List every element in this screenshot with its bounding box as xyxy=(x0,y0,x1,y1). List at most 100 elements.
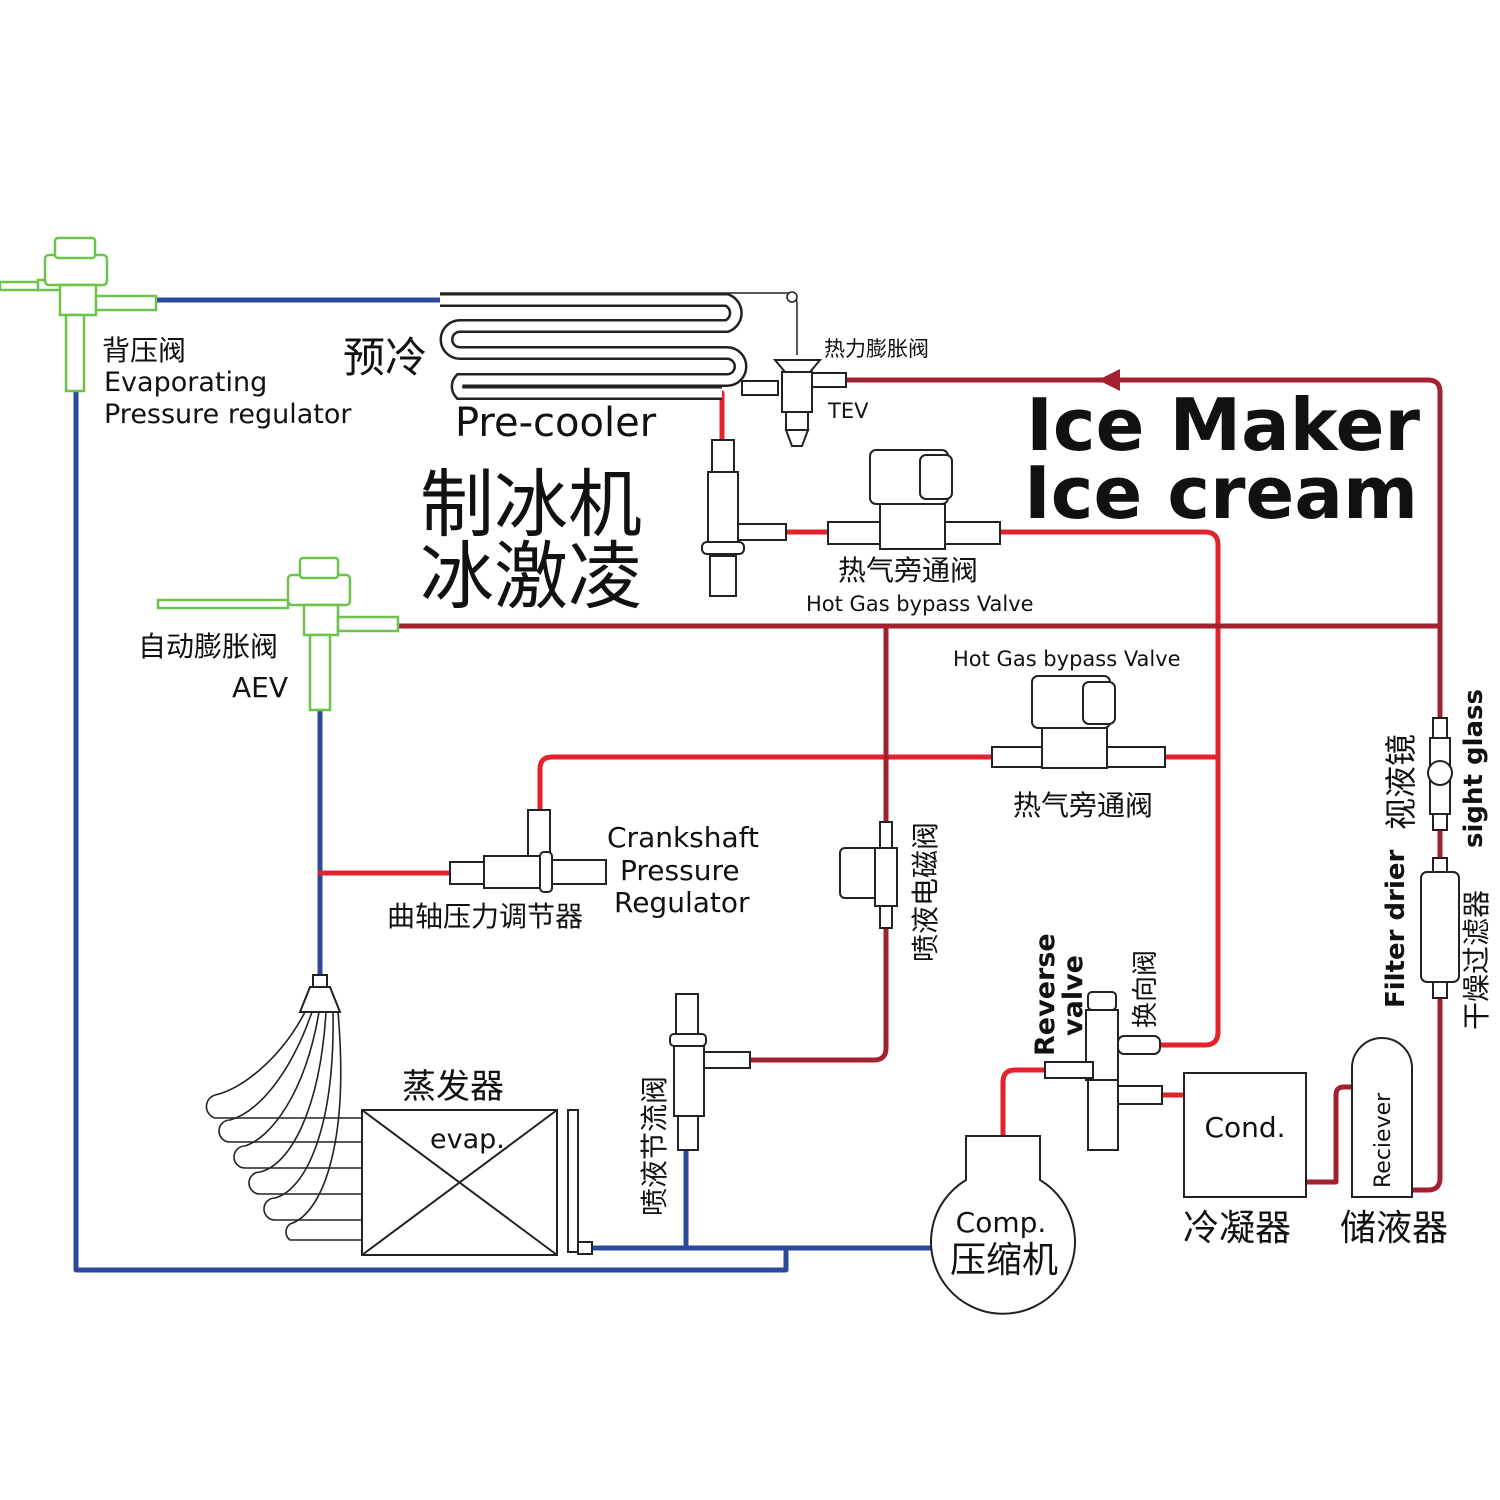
receiver-label-en: Reciever xyxy=(1371,1092,1396,1188)
liquid-pipe-main xyxy=(842,377,1443,1193)
reverse-valve-top xyxy=(1087,991,1117,1011)
filter-drier-bottom xyxy=(1432,981,1448,999)
sight-glass xyxy=(1427,717,1453,831)
aev-head xyxy=(298,556,340,580)
tev-diaphragm xyxy=(772,359,823,373)
liquid-lines xyxy=(395,369,1443,1193)
epr-line-stub xyxy=(0,280,42,292)
tev-outlet xyxy=(741,380,779,396)
filter-drier xyxy=(1420,857,1460,999)
hgbv2-label-cn: 热气旁通阀 xyxy=(1013,789,1153,822)
hot-gas-pipe-main xyxy=(997,529,1221,1048)
tev-label-cn: 热力膨胀阀 xyxy=(824,337,929,361)
cpr-label-en2: Pressure xyxy=(620,854,740,887)
sight-glass-label-en: sight glass xyxy=(1459,689,1489,848)
reverse-valve-label-en2: valve xyxy=(1058,955,1089,1036)
distributor-neck xyxy=(312,974,328,988)
precooler-hgbv-side xyxy=(737,523,787,541)
hgbv1-label-en: Hot Gas bypass Valve xyxy=(806,592,1034,616)
cpr-label-en1: Crankshaft xyxy=(607,821,759,854)
hgbv2-body xyxy=(1041,727,1108,769)
liquid-throttle-cap xyxy=(675,993,699,1035)
reverse-valve-left xyxy=(1044,1061,1094,1079)
liquid-solenoid-bottom xyxy=(879,905,893,929)
suction-lines xyxy=(73,297,933,1273)
epr-valve xyxy=(0,236,158,393)
hgbv1-in xyxy=(827,521,881,545)
compressor-label-en: Comp. xyxy=(956,1206,1047,1239)
hot-gas-pipe-bypass2 xyxy=(537,754,1221,813)
hgbv2-in xyxy=(991,746,1043,768)
liquid-solenoid-body xyxy=(874,847,898,907)
pre-cooler-coil xyxy=(439,291,798,400)
reverse-valve-label-cn: 换向阀 xyxy=(1131,950,1161,1028)
liquid-pipe-injection xyxy=(745,623,889,1063)
hot-gas-lines xyxy=(317,390,1221,1138)
tev-cap xyxy=(784,429,810,447)
tev-sensing-bulb xyxy=(786,291,798,303)
hot-gas-pipe-compressor xyxy=(1000,1067,1048,1138)
hgbv1-valve xyxy=(827,449,1001,550)
cpr-body xyxy=(483,855,541,889)
precooler-label-cn: 预冷 xyxy=(343,333,427,382)
tev-valve xyxy=(741,359,847,447)
hgbv1-label-cn: 热气旁通阀 xyxy=(838,554,978,587)
filter-drier-top xyxy=(1432,857,1448,873)
liquid-throttle-label: 喷液节流阀 xyxy=(638,1076,671,1216)
distributor xyxy=(205,974,362,1241)
filter-drier-label-cn: 干燥过滤器 xyxy=(1460,890,1493,1030)
evaporator-label-en: evap. xyxy=(430,1124,505,1155)
liquid-throttle-valve xyxy=(669,993,751,1151)
evaporator-cross-b xyxy=(361,1109,558,1256)
title-ice-cream: Ice cream xyxy=(1024,451,1418,535)
suction-pipe-main xyxy=(73,297,933,1273)
condenser-label-cn: 冷凝器 xyxy=(1183,1208,1291,1249)
precooler-label-en: Pre-cooler xyxy=(455,400,657,446)
hgbv1-body xyxy=(879,503,946,550)
liquid-throttle-body xyxy=(673,1045,705,1117)
flow-arrow xyxy=(1098,369,1120,391)
pre-cooler-tube-inner xyxy=(440,295,745,398)
epr-inlet-tube xyxy=(64,313,86,393)
hgbv1-out xyxy=(944,521,1001,545)
receiver-label-cn: 储液器 xyxy=(1340,1208,1448,1249)
aev-valve xyxy=(156,556,400,712)
epr-body xyxy=(58,283,98,317)
condenser-label-en: Cond. xyxy=(1204,1111,1285,1144)
tev-label-en: TEV xyxy=(827,399,869,423)
precooler-hgbv-bottom xyxy=(701,541,745,555)
title-cn-ice-maker: 制冰机 xyxy=(420,462,642,548)
liquid-throttle-flange xyxy=(669,1033,707,1047)
epr-head xyxy=(53,236,97,260)
reverse-valve-lower xyxy=(1087,1079,1119,1151)
reverse-valve xyxy=(1044,991,1163,1151)
receiver xyxy=(1351,1037,1413,1198)
title-cn-ice-cream: 冰激凌 xyxy=(420,534,642,620)
cpr-cap xyxy=(551,859,607,885)
precooler-hgbv-top xyxy=(711,439,735,473)
liquid-throttle-outlet xyxy=(677,1115,699,1151)
hgbv2-out xyxy=(1106,746,1166,768)
filter-drier-label-en: Filter drier xyxy=(1381,849,1411,1008)
aev-capillary xyxy=(156,598,290,610)
evaporator-header xyxy=(567,1109,579,1253)
cpr-label-cn: 曲轴压力调节器 xyxy=(387,900,583,933)
evaporator xyxy=(361,1109,593,1256)
filter-drier-body xyxy=(1420,871,1460,983)
condenser xyxy=(1183,1072,1307,1198)
hgbv2-valve xyxy=(991,675,1166,769)
epr-label-en2: Pressure regulator xyxy=(104,399,352,430)
hgbv2-terminal xyxy=(1082,681,1116,725)
evaporator-label-cn: 蒸发器 xyxy=(402,1067,504,1107)
precooler-hgbv-cap xyxy=(709,555,737,597)
reverse-valve-right xyxy=(1117,1085,1163,1105)
epr-outlet xyxy=(94,294,158,312)
reverse-valve-label-en1: Reverse xyxy=(1030,933,1061,1056)
epr-label-en1: Evaporating xyxy=(104,367,267,398)
title-ice-maker: Ice Maker xyxy=(1026,383,1420,467)
aev-body xyxy=(302,603,340,637)
distributor-cone xyxy=(298,986,342,1013)
epr-label-cn: 背压阀 xyxy=(102,334,186,367)
